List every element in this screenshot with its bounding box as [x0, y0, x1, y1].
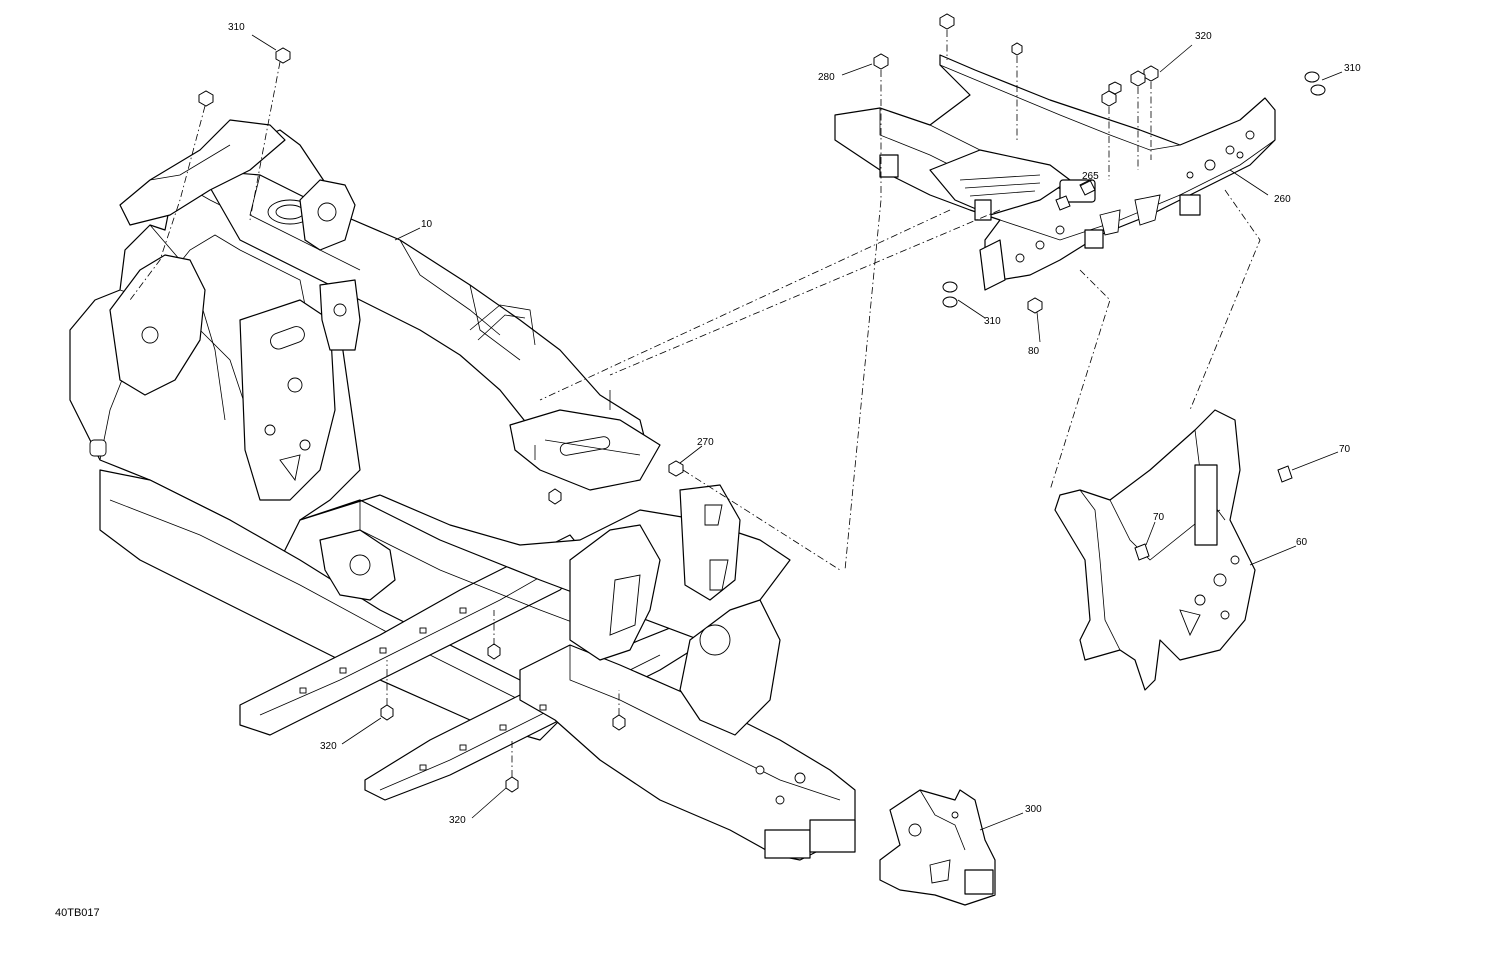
support-bracket-60 — [1054, 409, 1256, 691]
reference-code: 40TB017 — [55, 907, 100, 919]
callout-320-c: 320 — [449, 815, 466, 826]
callout-280: 280 — [818, 72, 835, 83]
leader-lines — [251, 34, 1343, 831]
callout-310-b: 310 — [1344, 63, 1361, 74]
main-frame-10 — [69, 119, 856, 861]
rail-holes — [299, 607, 806, 805]
callout-310-c: 310 — [984, 316, 1001, 327]
callout-270: 270 — [697, 437, 714, 448]
callout-320-a: 320 — [1195, 31, 1212, 42]
rear-subframe-260 — [834, 54, 1276, 291]
callout-310-a: 310 — [228, 22, 245, 33]
callout-80: 80 — [1028, 346, 1040, 357]
callout-260: 260 — [1274, 194, 1291, 205]
assembly-lines — [129, 30, 1261, 777]
callout-60: 60 — [1296, 537, 1308, 548]
callout-70-a: 70 — [1339, 444, 1351, 455]
callout-320-b: 320 — [320, 741, 337, 752]
callout-70-b: 70 — [1153, 512, 1165, 523]
hitch-bracket-300 — [879, 789, 996, 906]
callout-265: 265 — [1082, 171, 1099, 182]
callout-10: 10 — [421, 219, 433, 230]
callout-300: 300 — [1025, 804, 1042, 815]
